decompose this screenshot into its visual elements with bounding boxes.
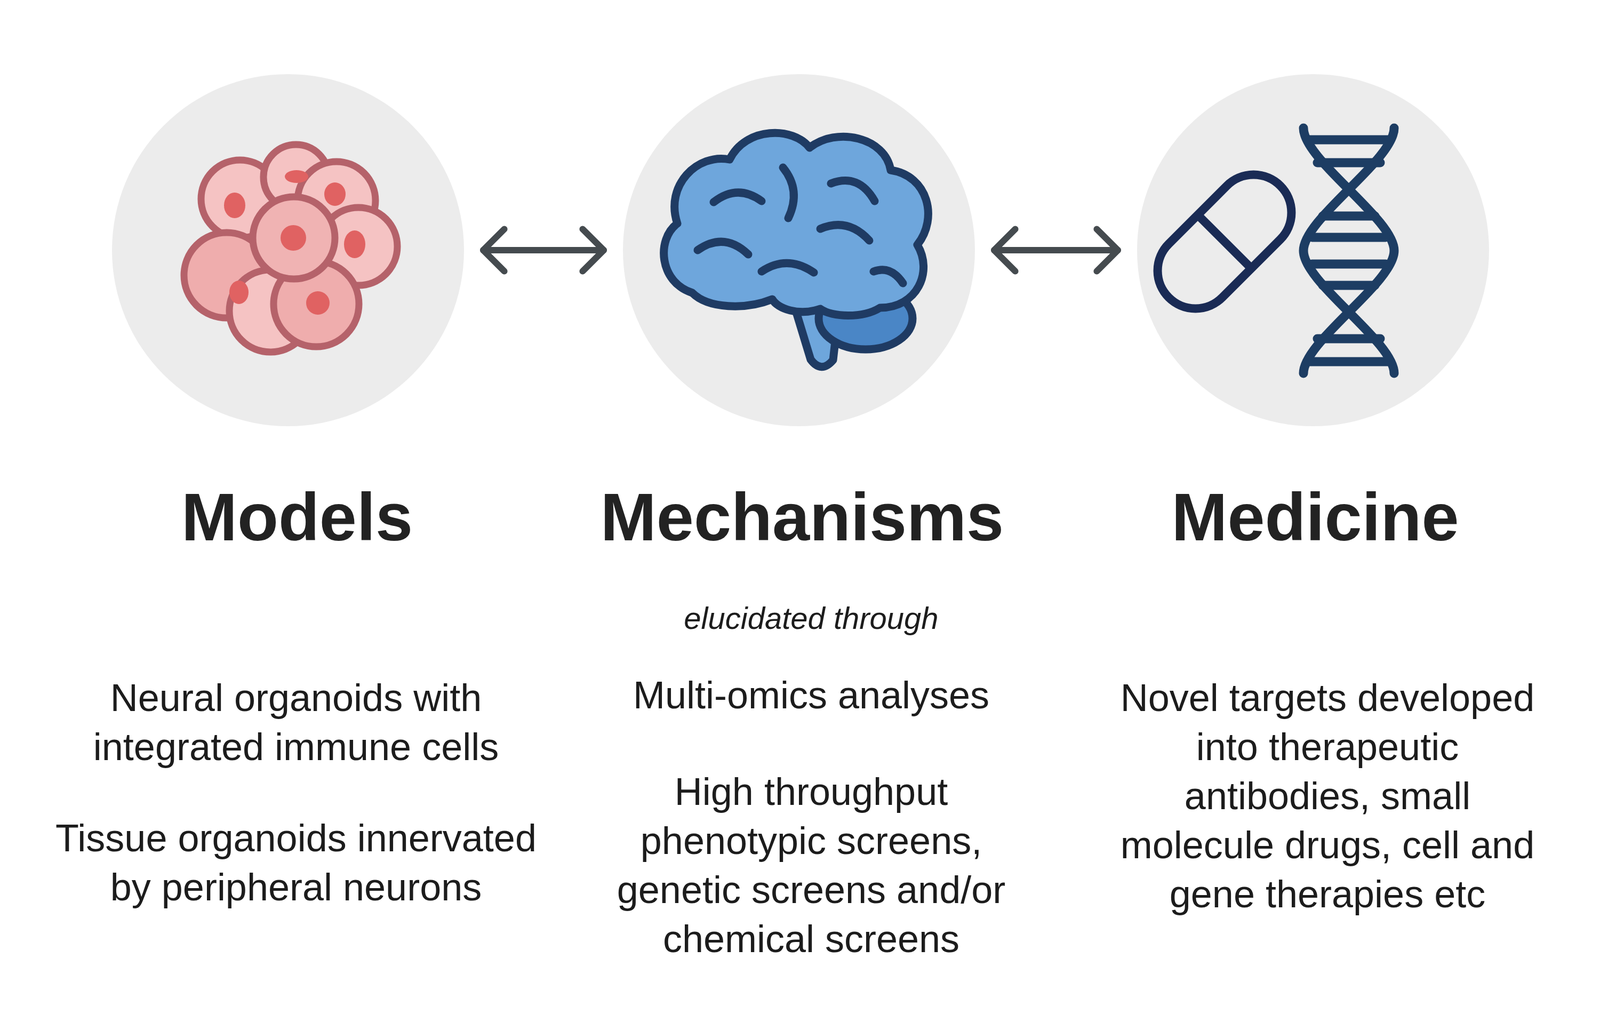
pill-icon xyxy=(1141,158,1308,325)
brain-stem xyxy=(793,303,839,367)
node-body: High throughput phenotypic screens, gene… xyxy=(597,766,1025,964)
dna-strand xyxy=(1303,128,1395,374)
brain-fold xyxy=(697,241,749,255)
dna-rung xyxy=(1317,334,1381,344)
arrow-head xyxy=(994,228,1016,271)
cell-shape xyxy=(297,161,376,240)
pill-divider xyxy=(1197,214,1252,269)
arrow-head xyxy=(483,228,505,271)
dna-rung xyxy=(1322,281,1375,291)
brain-fold xyxy=(830,180,875,202)
cell-shape xyxy=(201,160,279,238)
dna-rung xyxy=(1322,211,1375,221)
brain-fold xyxy=(782,167,794,219)
brain-cerebrum xyxy=(664,132,929,316)
stage-circle: MedicineNovel targets developed into the… xyxy=(1137,74,1490,427)
arrow-head xyxy=(582,228,604,271)
double-arrow xyxy=(483,228,604,271)
dna-rung xyxy=(1307,357,1390,367)
dna-icon xyxy=(1303,128,1395,374)
node-body: Neural organoids with integrated immune … xyxy=(40,673,552,772)
cell-shape xyxy=(184,232,270,318)
node-body: Multi-omics analyses xyxy=(597,670,1025,720)
brain-fold xyxy=(873,269,903,284)
cell-nucleus xyxy=(229,280,249,304)
cell-shape xyxy=(319,207,398,286)
dna-rung xyxy=(1312,233,1386,243)
cell-nucleus xyxy=(280,225,307,251)
dna-strand xyxy=(1303,128,1395,374)
dna-rung xyxy=(1317,158,1381,168)
cell-nucleus xyxy=(324,182,346,206)
brain-icon xyxy=(664,132,929,367)
node-heading: Models xyxy=(30,476,564,558)
stage-circle: ModelsNeural organoids with integrated i… xyxy=(112,74,464,427)
node-heading: Medicine xyxy=(1048,476,1582,558)
cell-nucleus xyxy=(344,230,366,259)
node-body: Novel targets developed into therapeutic… xyxy=(1106,673,1549,919)
arrow-shaft xyxy=(483,246,604,254)
brain-cerebellum xyxy=(818,287,913,350)
arrow-head xyxy=(1096,228,1118,271)
brain-fold xyxy=(713,192,762,203)
stage-circle: Mechanismselucidated throughMulti-omics … xyxy=(622,74,975,427)
cell-nucleus xyxy=(284,170,309,183)
arrow-shaft xyxy=(994,246,1118,254)
cell-shape xyxy=(273,261,359,347)
pill-outline xyxy=(1141,158,1308,325)
double-arrow xyxy=(994,228,1118,271)
node-subheading: elucidated through xyxy=(597,598,1025,638)
node-heading: Mechanisms xyxy=(535,476,1069,558)
cell-shape xyxy=(263,144,329,210)
cell-shape xyxy=(252,196,335,279)
dna-rung xyxy=(1312,259,1386,269)
cell-shape xyxy=(229,269,312,352)
brain-fold xyxy=(761,262,814,273)
cell-nucleus xyxy=(224,192,246,219)
cell-cluster-icon xyxy=(184,144,398,352)
node-body: Tissue organoids innervated by periphera… xyxy=(40,813,552,912)
cell-nucleus xyxy=(306,291,330,315)
brain-fold xyxy=(820,225,870,241)
dna-rung xyxy=(1307,135,1390,145)
